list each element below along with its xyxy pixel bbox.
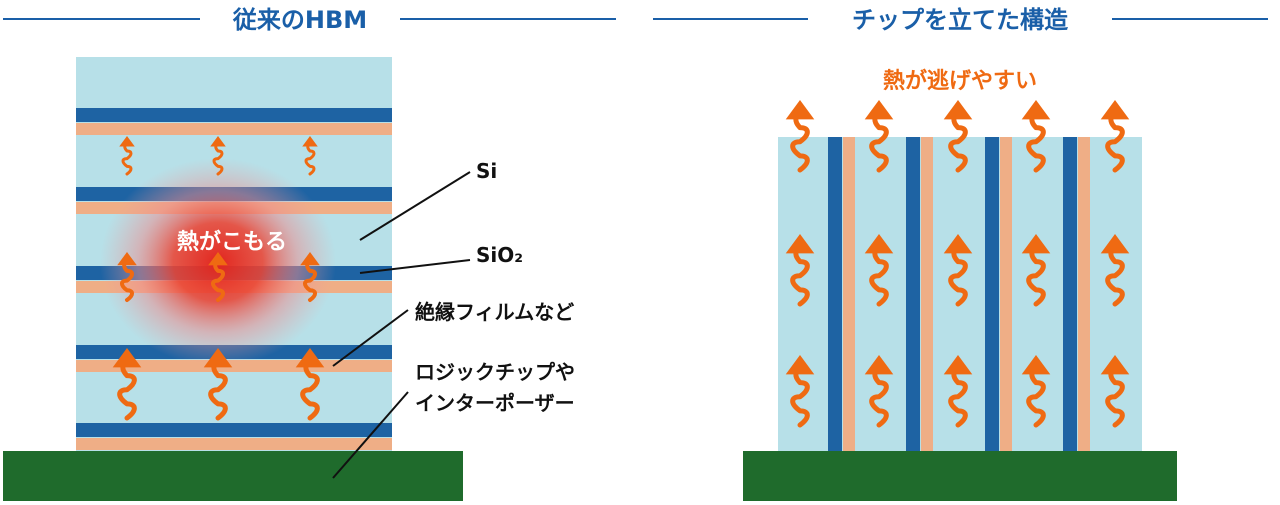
heat-arrow: [295, 348, 325, 421]
heat-arrow: [943, 234, 973, 307]
left-panel: 従来のHBM 熱がこもる Si SiO₂ 絶縁フィルムなど: [3, 6, 616, 501]
heat-arrow: [1021, 355, 1051, 428]
right-panel: チップを立てた構造 熱が逃げやすい: [653, 6, 1268, 501]
insulation-layer: [921, 137, 933, 451]
insulation-leader-line: [332, 309, 409, 367]
heat-arrow: [1021, 234, 1051, 307]
insulation-layer: [1078, 137, 1090, 451]
heat-arrow: [203, 348, 233, 421]
sio2-layer: [76, 108, 392, 122]
heat-arrow: [785, 234, 815, 307]
insulation-label: 絶縁フィルムなど: [415, 300, 574, 324]
sio2-layer: [76, 423, 392, 437]
heat-arrow: [943, 355, 973, 428]
sio2-label: SiO₂: [476, 243, 523, 267]
insulation-layer: [76, 438, 392, 450]
insulation-layer: [843, 137, 855, 451]
heat-arrow: [208, 252, 228, 302]
heat-arrow: [943, 100, 973, 173]
heat-arrow: [1100, 355, 1130, 428]
substrate: [743, 451, 1177, 501]
right-heat-arrows: [785, 100, 1130, 428]
heat-trapped-label: 熱がこもる: [177, 229, 287, 255]
heat-arrow: [1021, 100, 1051, 173]
heat-arrow: [210, 136, 226, 176]
sio2-leader-line: [359, 259, 471, 274]
heat-arrow: [117, 252, 137, 302]
heat-arrow: [1100, 234, 1130, 307]
substrate: [3, 451, 463, 501]
left-panel-title: 従来のHBM: [232, 6, 367, 34]
substrate-leader-line: [332, 391, 409, 479]
substrate-label-line1: ロジックチップや: [415, 360, 575, 384]
sio2-layer: [1063, 137, 1077, 451]
heat-escapes-label: 熱が逃げやすい: [883, 68, 1037, 94]
heat-arrow: [864, 355, 894, 428]
heat-arrow: [119, 136, 135, 176]
vertical-stack: [778, 137, 1142, 451]
substrate-label-line2: インターポーザー: [415, 391, 575, 415]
heat-arrow: [300, 252, 320, 302]
heat-arrow: [302, 136, 318, 176]
right-panel-title: チップを立てた構造: [852, 6, 1068, 34]
si-label: Si: [476, 159, 497, 183]
sio2-layer: [906, 137, 920, 451]
si-leader-line: [359, 171, 471, 241]
insulation-layer: [76, 123, 392, 135]
callouts: Si SiO₂ 絶縁フィルムなど ロジックチップや インターポーザー: [332, 159, 575, 479]
sio2-layer: [828, 137, 842, 451]
sio2-layer: [985, 137, 999, 451]
insulation-layer: [1000, 137, 1012, 451]
heat-arrow: [1100, 100, 1130, 173]
heat-arrow: [864, 234, 894, 307]
heat-arrow: [112, 348, 142, 421]
left-heat-arrows: [112, 136, 325, 421]
heat-arrow: [864, 100, 894, 173]
heat-arrow: [785, 100, 815, 173]
heat-arrow: [785, 355, 815, 428]
